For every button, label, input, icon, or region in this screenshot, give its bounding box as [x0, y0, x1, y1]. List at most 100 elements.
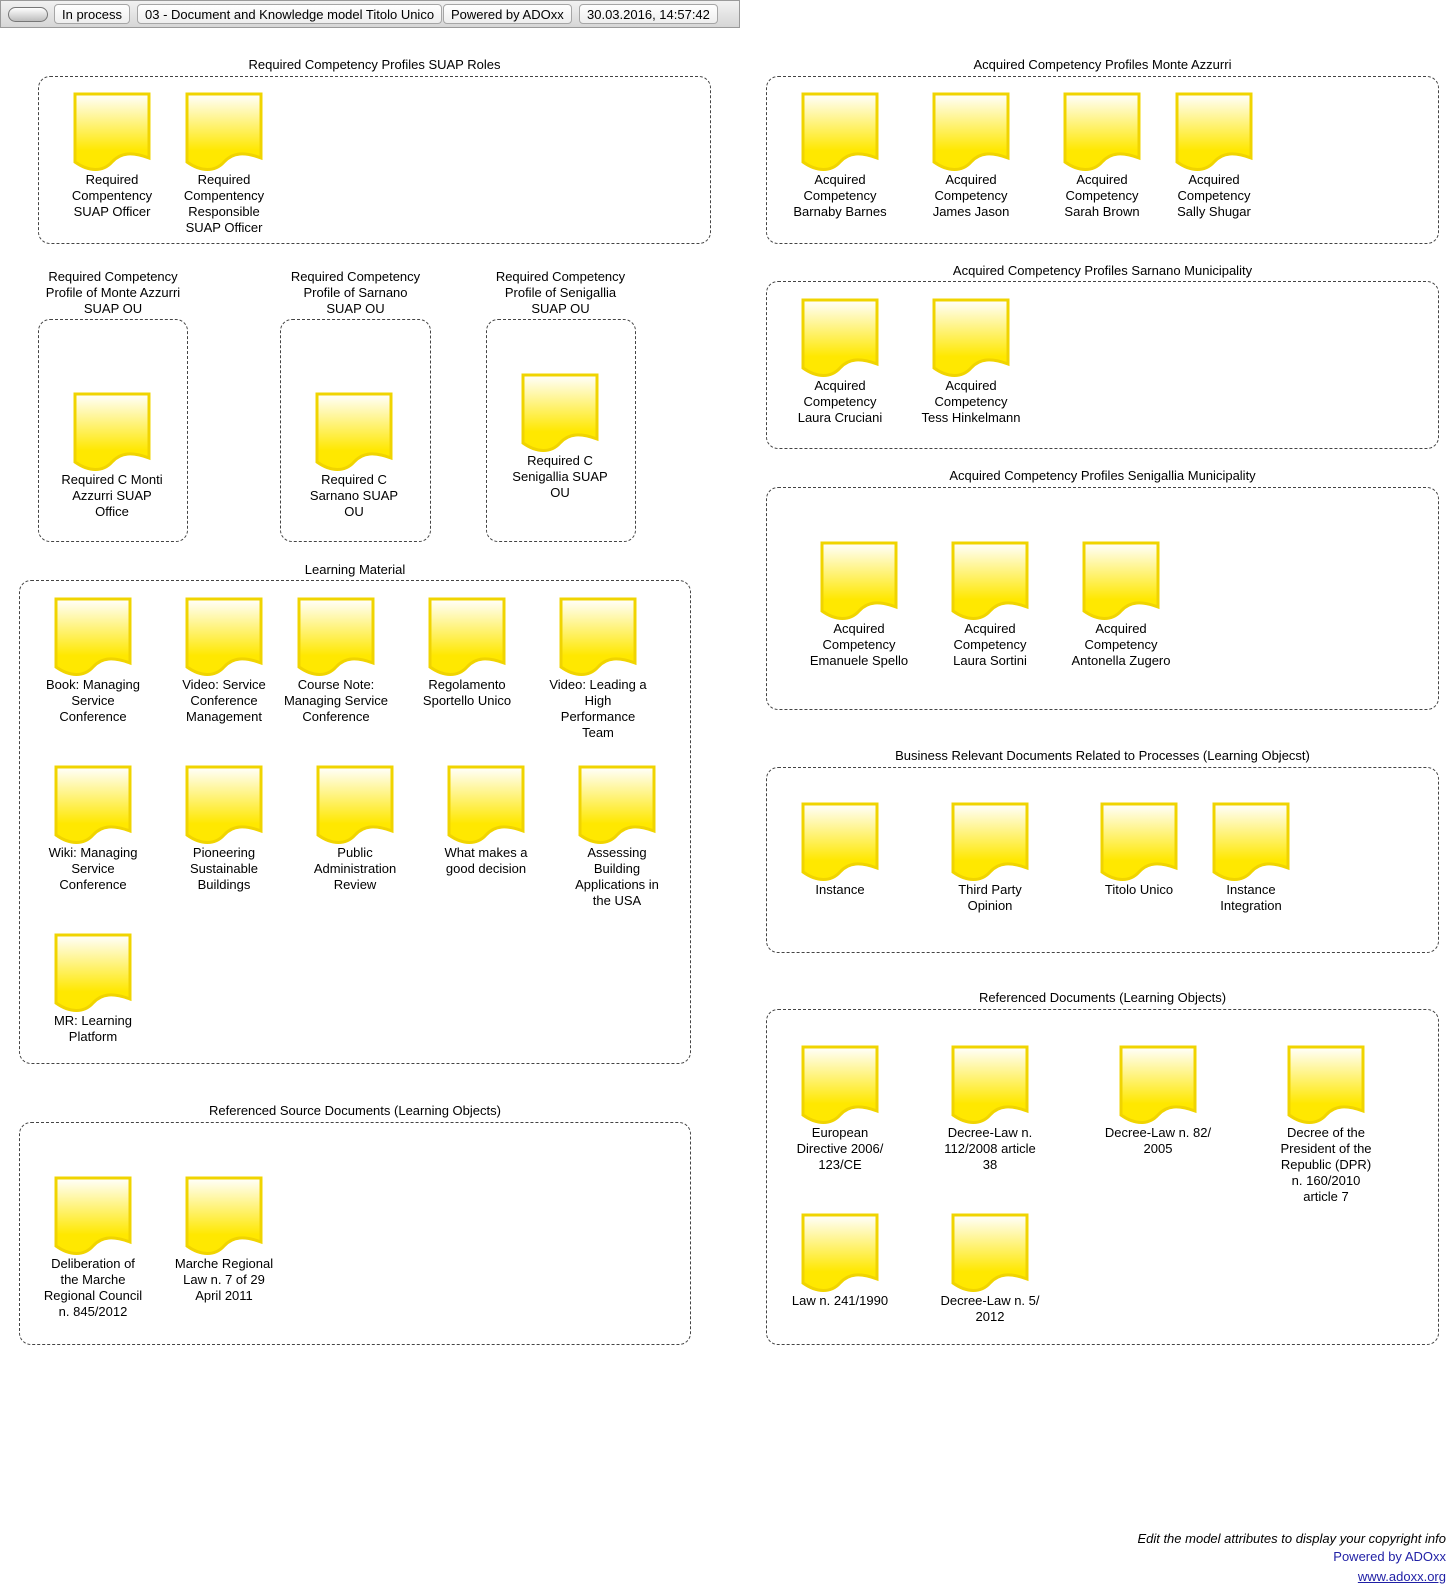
document-icon	[315, 392, 393, 472]
timestamp-field[interactable]: 30.03.2016, 14:57:42	[579, 4, 718, 24]
document-icon	[1100, 802, 1178, 882]
document-icon	[73, 92, 151, 172]
document-icon	[801, 1213, 879, 1293]
document-icon	[185, 597, 263, 677]
document-label: Titolo Unico	[1104, 882, 1174, 897]
document-icon	[297, 597, 375, 677]
document-icon	[820, 541, 898, 621]
group-referenced-source-documents-learning-objects[interactable]	[19, 1122, 691, 1345]
group-required-competency-profile-of-senigallia-suap-ou[interactable]	[486, 319, 636, 542]
document-icon	[521, 373, 599, 453]
status-field[interactable]: In process	[54, 4, 130, 24]
group-title: Required Competency Profiles SUAP Roles	[248, 57, 501, 72]
document-icon	[951, 1213, 1029, 1293]
powered-by-text: Powered by ADOxx	[1333, 1549, 1446, 1564]
document-icon	[316, 765, 394, 845]
group-acquired-competency-profiles-sarnano-municipality[interactable]	[766, 281, 1439, 449]
document-icon	[1287, 1045, 1365, 1125]
group-title: Referenced Source Documents (Learning Ob…	[209, 1103, 501, 1118]
document-icon	[54, 933, 132, 1013]
document-icon	[1119, 1045, 1197, 1125]
document-icon	[1082, 541, 1160, 621]
document-icon	[578, 765, 656, 845]
group-title: Acquired Competency Profiles Monte Azzur…	[973, 57, 1232, 72]
document-icon	[185, 765, 263, 845]
document-label: Law n. 241/1990	[791, 1293, 889, 1308]
group-referenced-documents-learning-objects[interactable]	[766, 1009, 1439, 1345]
document-icon	[185, 92, 263, 172]
document-icon	[73, 392, 151, 472]
document-icon	[801, 298, 879, 378]
group-title: Learning Material	[304, 562, 406, 577]
document-icon	[951, 802, 1029, 882]
document-icon	[801, 1045, 879, 1125]
group-required-competency-profile-of-monte-azzurri-suap-ou[interactable]	[38, 319, 188, 542]
document-icon	[54, 597, 132, 677]
document-icon	[1175, 92, 1253, 172]
document-icon	[559, 597, 637, 677]
group-title: Referenced Documents (Learning Objects)	[978, 990, 1227, 1005]
menu-toggle-button[interactable]	[8, 7, 48, 22]
document-icon	[447, 765, 525, 845]
document-icon	[185, 1176, 263, 1256]
group-title: Acquired Competency Profiles Sarnano Mun…	[952, 263, 1253, 278]
group-required-competency-profile-of-sarnano-suap-ou[interactable]	[280, 319, 431, 542]
group-acquired-competency-profiles-monte-azzurri[interactable]	[766, 76, 1439, 244]
document-icon	[1063, 92, 1141, 172]
powered-by-field[interactable]: Powered by ADOxx	[443, 4, 572, 24]
adoxx-link[interactable]: www.adoxx.org	[1357, 1569, 1446, 1584]
group-learning-material[interactable]	[19, 580, 691, 1064]
document-icon	[428, 597, 506, 677]
document-icon	[951, 541, 1029, 621]
document-label: Instance	[815, 882, 865, 897]
group-title: Acquired Competency Profiles Senigallia …	[949, 468, 1256, 483]
group-acquired-competency-profiles-senigallia-municipality[interactable]	[766, 487, 1439, 710]
group-business-relevant-documents-related-to-processes-learning-objecst[interactable]	[766, 767, 1439, 953]
model-name-field[interactable]: 03 - Document and Knowledge model Titolo…	[137, 4, 443, 24]
document-icon	[801, 92, 879, 172]
document-icon	[951, 1045, 1029, 1125]
document-icon	[801, 802, 879, 882]
toolbar: In process 03 - Document and Knowledge m…	[0, 0, 740, 28]
document-icon	[932, 92, 1010, 172]
group-required-competency-profiles-suap-roles[interactable]	[38, 76, 711, 244]
document-icon	[932, 298, 1010, 378]
document-icon	[1212, 802, 1290, 882]
document-label: Decree-Law n. 82/2005	[1104, 1125, 1212, 1156]
